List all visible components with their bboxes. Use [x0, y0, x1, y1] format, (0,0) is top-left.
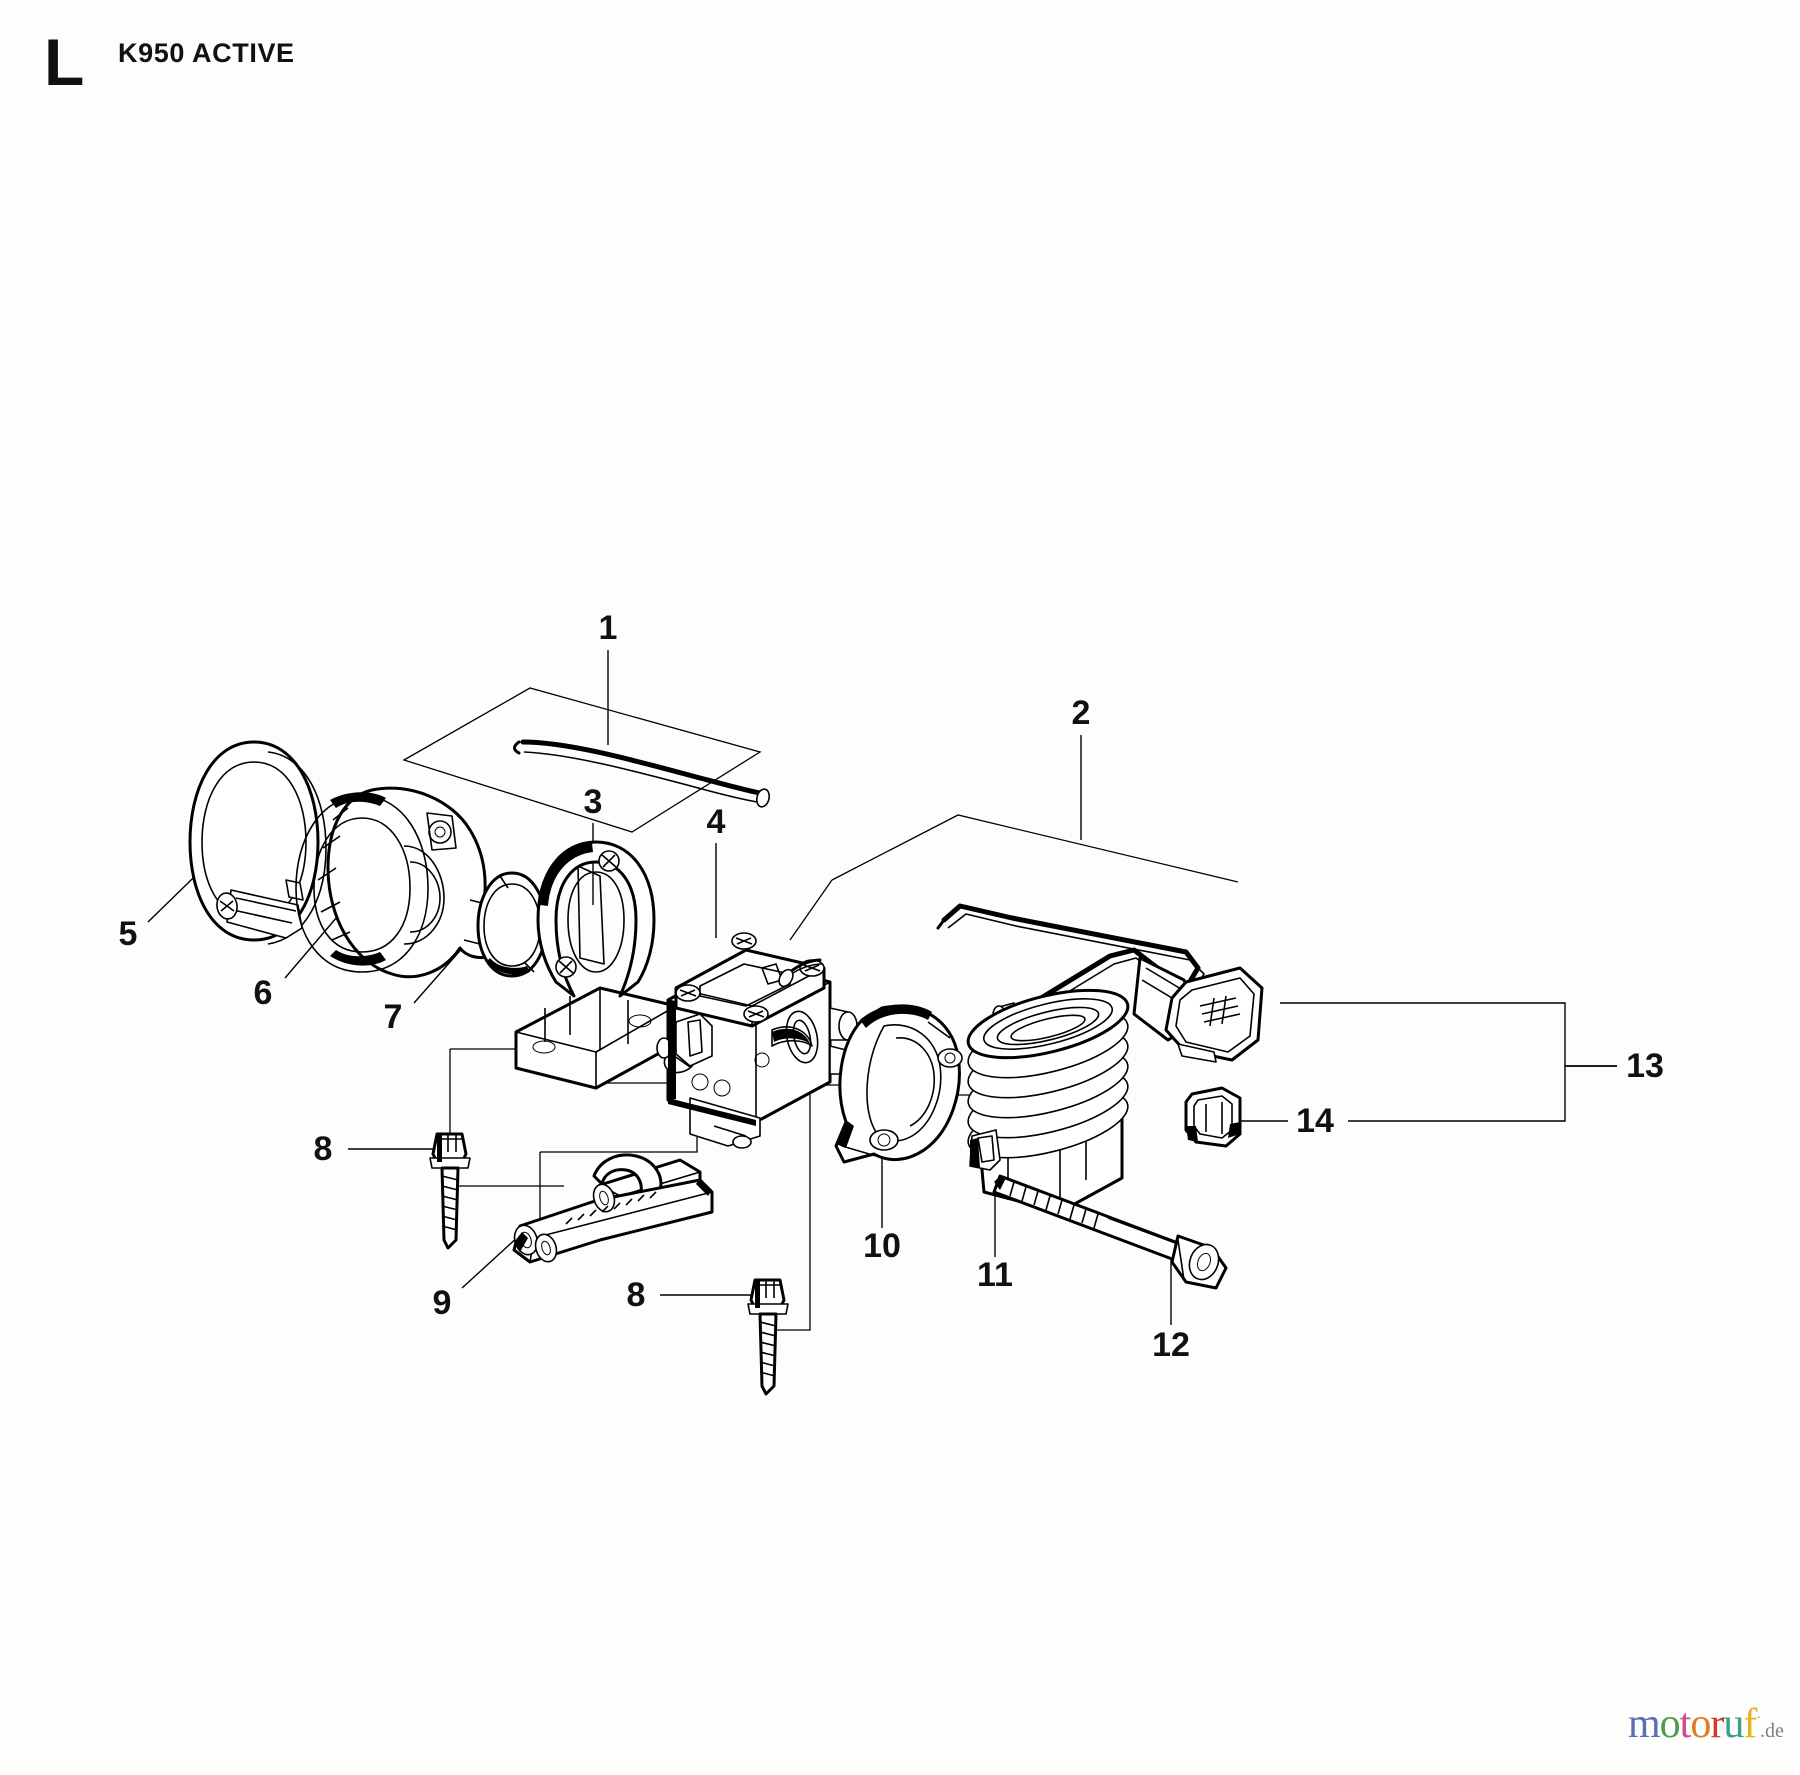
part-intake-flange: [295, 786, 500, 979]
watermark-letter-u: u: [1723, 1701, 1744, 1747]
watermark-suffix: .de: [1760, 1720, 1784, 1742]
watermark-letter-f: f: [1743, 1701, 1757, 1747]
callout-5: 5: [118, 915, 138, 953]
watermark-letter-o1: o: [1659, 1701, 1681, 1747]
callout-4: 4: [706, 803, 726, 841]
callout-9: 9: [432, 1284, 452, 1322]
callout-10: 10: [863, 1227, 901, 1265]
part-clamp-half-ring: [834, 1004, 963, 1164]
leader-lines: [147, 650, 1617, 1325]
part-retainer-clip: [1184, 1086, 1242, 1148]
callout-3: 3: [583, 783, 603, 821]
watermark-letter-o2: o: [1690, 1701, 1711, 1747]
watermark-dot: ·: [1756, 1711, 1761, 1726]
callout-6: 6: [253, 974, 273, 1012]
callout-12: 12: [1152, 1326, 1190, 1364]
sheet-header: L K950 ACTIVE: [0, 0, 1800, 140]
callout-1: 1: [598, 609, 618, 647]
callout-2: 2: [1071, 694, 1091, 732]
watermark-letter-r: r: [1710, 1701, 1724, 1747]
callout-8-upper: 8: [313, 1130, 333, 1168]
watermark-letter-m: m: [1628, 1701, 1661, 1747]
callout-7: 7: [383, 998, 403, 1036]
part-screw-upper: [429, 1132, 471, 1250]
part-long-hex-bolt: [992, 1174, 1228, 1290]
callout-14: 14: [1296, 1102, 1334, 1140]
part-carburetor-mount-bracket: [514, 840, 678, 1090]
motoruf-watermark: motoruf·.de: [1628, 1700, 1784, 1748]
callout-8-lower: 8: [626, 1276, 646, 1314]
page-title: K950 ACTIVE: [118, 38, 295, 68]
part-twin-fuel-line-holder: [512, 1153, 714, 1264]
part-carburetor-body: [656, 932, 858, 1149]
part-retaining-ring: [476, 871, 548, 978]
watermark-letter-t: t: [1679, 1701, 1692, 1747]
part-hose-clamp-ring: [188, 740, 327, 945]
part-screw-lower: [747, 1278, 789, 1396]
callout-11: 11: [977, 1256, 1013, 1294]
part-fuel-hose: [513, 739, 771, 808]
section-letter: L: [44, 25, 85, 99]
callout-13: 13: [1626, 1047, 1664, 1085]
part-intake-bellows-boot: [966, 988, 1130, 1214]
